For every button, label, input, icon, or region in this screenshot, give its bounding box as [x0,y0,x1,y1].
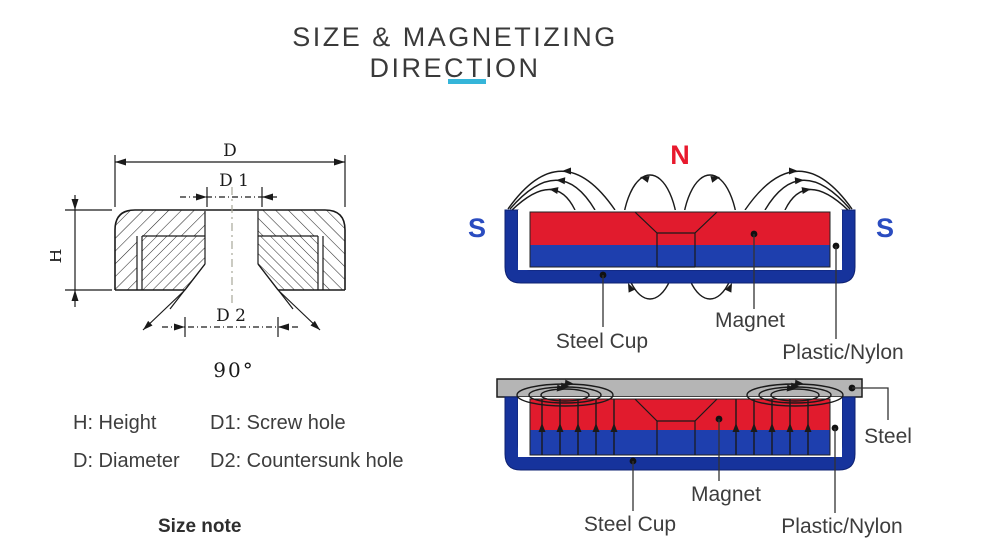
size-drawing: D D 1 H [50,141,346,382]
legend-h: H: Height [73,412,157,434]
dim-label-d: D [223,141,237,161]
callout-steel: Steel [848,384,912,448]
svg-text:Steel Cup: Steel Cup [584,513,676,536]
magnetizing-diagrams: N S S Steel Cup Magnet Plastic/Nylon [468,140,912,538]
corner-flux-loops [516,379,844,407]
svg-text:Plastic/Nylon: Plastic/Nylon [781,515,902,538]
countersink-angle-label: 90° [213,358,254,382]
dim-label-d1: D 1 [219,171,249,191]
legend-d2: D2: Countersunk hole [210,450,404,472]
magnet-north-top [530,212,830,245]
magnet-south-top [530,245,830,267]
magnet-north-bottom [530,399,830,430]
callout-plastic-nylon-top: Plastic/Nylon [782,242,904,364]
flux-lines [538,399,812,455]
callout-plastic-nylon-bottom: Plastic/Nylon [781,424,903,538]
svg-text:Magnet: Magnet [691,483,761,506]
callout-steel-cup-top: Steel Cup [556,271,648,353]
callout-magnet-bottom: Magnet [691,415,761,506]
callout-steel-cup-bottom: Steel Cup [584,457,676,536]
north-pole-label: N [670,140,690,170]
south-pole-label-left: S [468,213,486,243]
legend-d: D: Diameter [73,450,180,472]
svg-text:Plastic/Nylon: Plastic/Nylon [782,341,903,364]
pot-magnet-field-diagram: N S S Steel Cup Magnet Plastic/Nylon [468,140,904,364]
pot-magnet-on-steel-diagram: Steel Magnet Steel Cup Plastic/Nylon [496,378,912,538]
magnet-south-bottom [530,430,830,455]
page-title: SIZE & MAGNETIZING DIRECTION [292,22,618,83]
dim-label-h: H [50,249,66,264]
south-pole-label-right: S [876,213,894,243]
dim-label-d2: D 2 [216,306,246,326]
dimension-d: D [114,141,346,207]
svg-text:Magnet: Magnet [715,309,785,332]
svg-text:Steel Cup: Steel Cup [556,330,648,353]
title-underline [448,79,486,84]
dimension-d2: D 2 [142,263,321,337]
dimension-h: H [50,195,112,307]
pot-cross-section [114,187,346,307]
svg-text:Steel: Steel [864,425,912,448]
callout-magnet-top: Magnet [715,230,785,332]
legend-d1: D1: Screw hole [210,412,346,434]
dimension-d1: D 1 [180,171,278,207]
size-note: Size note [158,516,242,537]
